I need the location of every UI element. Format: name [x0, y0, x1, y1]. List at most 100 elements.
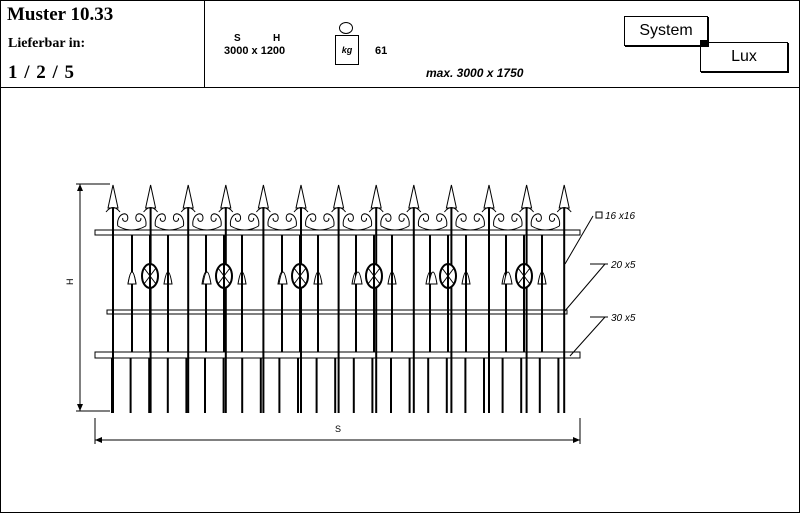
spear-tip: [483, 184, 495, 209]
spear-collar: [519, 207, 534, 213]
middle-rail-callout: 20 x5: [610, 260, 636, 271]
finial: [503, 271, 513, 285]
scroll-ornament: [530, 213, 542, 227]
scroll-ornament: [417, 213, 430, 227]
top-rail-square-icon: [595, 211, 603, 219]
scroll-ornament: [285, 213, 297, 227]
bottom-rail-callout: 30 x5: [611, 313, 636, 324]
height-dimension-arrow: [77, 404, 83, 411]
scroll-ornament: [473, 213, 485, 227]
scroll-ornament: [380, 213, 392, 227]
spear-collar: [406, 207, 422, 213]
availability-label: Lieferbar in:: [8, 36, 86, 51]
fence-drawing: H S 16 x16 20 x5 30 x5: [65, 183, 636, 444]
width-column-label: S: [234, 33, 241, 44]
scroll-ornament: [192, 213, 204, 227]
top-rail-leader: [564, 215, 594, 265]
finial: [127, 271, 137, 285]
scroll-ornament: [380, 225, 410, 231]
spear-tip: [558, 184, 570, 209]
height-dimension-label: H: [65, 279, 75, 286]
scroll-ornament: [436, 213, 448, 227]
scroll-ornament: [360, 213, 373, 227]
spear-tip: [257, 184, 270, 209]
scroll-ornament: [267, 213, 279, 227]
pattern-title: Muster 10.33: [7, 4, 114, 25]
scroll-ornament: [418, 225, 447, 231]
scroll-ornament: [230, 225, 259, 231]
available-sizes: 1 / 2 / 5: [8, 62, 76, 83]
scroll-ornament: [342, 213, 354, 227]
scroll-ornament: [305, 225, 335, 231]
scroll-ornament: [117, 213, 129, 227]
scroll-ornament: [135, 213, 147, 227]
scroll-ornament: [117, 225, 147, 231]
weight-value: 61: [375, 45, 388, 57]
width-dimension-label: S: [335, 424, 341, 434]
width-dimension-arrow: [573, 437, 580, 443]
spear-tip: [445, 184, 458, 209]
scroll-ornament: [210, 213, 222, 227]
scroll-ornament: [343, 225, 372, 231]
scroll-ornament: [493, 213, 505, 227]
scroll-ornament: [548, 213, 561, 227]
scroll-ornament: [531, 225, 560, 231]
header-divider: [0, 87, 800, 88]
scroll-ornament: [323, 213, 335, 227]
spear-collar: [368, 207, 384, 213]
header-column-divider: [204, 0, 205, 88]
system-label-box: System: [624, 16, 708, 46]
spear-tip: [220, 184, 232, 209]
spear-tip: [182, 184, 194, 209]
spear-collar: [143, 207, 158, 213]
finial: [202, 271, 212, 285]
height-column-label: H: [273, 33, 281, 44]
spear-collar: [481, 207, 497, 213]
spear-tip: [370, 184, 382, 209]
weight-icon: [339, 22, 353, 34]
system-logo-square: [700, 40, 707, 47]
spear-collar: [218, 207, 234, 213]
scroll-ornament: [398, 213, 410, 227]
dimensions-value: 3000 x 1200: [224, 45, 286, 57]
scroll-ornament: [305, 213, 317, 227]
scroll-ornament: [267, 225, 297, 231]
middle-rail: [106, 309, 568, 315]
middle-rail-leader: [563, 263, 606, 313]
scroll-ornament: [511, 213, 523, 227]
system-name-box: Lux: [700, 42, 788, 72]
bottom-rail-leader: [569, 316, 606, 357]
spear-tip: [408, 184, 420, 209]
scroll-ornament: [248, 213, 260, 227]
spear-collar: [444, 207, 459, 213]
bottom-rail: [94, 351, 581, 359]
fence-artwork: [76, 183, 608, 444]
scroll-ornament: [155, 225, 184, 231]
spear-collar: [180, 207, 196, 213]
finial: [353, 271, 363, 285]
scroll-ornament: [192, 225, 222, 231]
top-rail: [94, 229, 581, 236]
top-rail-callout: 16 x16: [605, 211, 635, 222]
spear-tip: [520, 184, 533, 209]
spear-collar: [556, 207, 572, 213]
spear-tip: [332, 184, 345, 209]
scroll-ornament: [455, 213, 467, 227]
scroll-ornament: [154, 213, 166, 227]
weight-unit-box: kg: [335, 35, 359, 65]
max-size: max. 3000 x 1750: [426, 66, 524, 80]
spear-collar: [256, 207, 271, 213]
spear-collar: [105, 207, 121, 213]
scroll-ornament: [493, 225, 523, 231]
finial: [278, 271, 288, 285]
finial: [428, 271, 438, 285]
spear-tip: [107, 184, 119, 209]
scroll-ornament: [455, 225, 485, 231]
spear-tip: [144, 184, 157, 209]
scroll-ornament: [172, 213, 185, 227]
spear-collar: [293, 207, 309, 213]
spear-collar: [331, 207, 346, 213]
width-dimension-arrow: [95, 437, 102, 443]
spear-tip: [295, 184, 307, 209]
scroll-ornament: [229, 213, 242, 227]
